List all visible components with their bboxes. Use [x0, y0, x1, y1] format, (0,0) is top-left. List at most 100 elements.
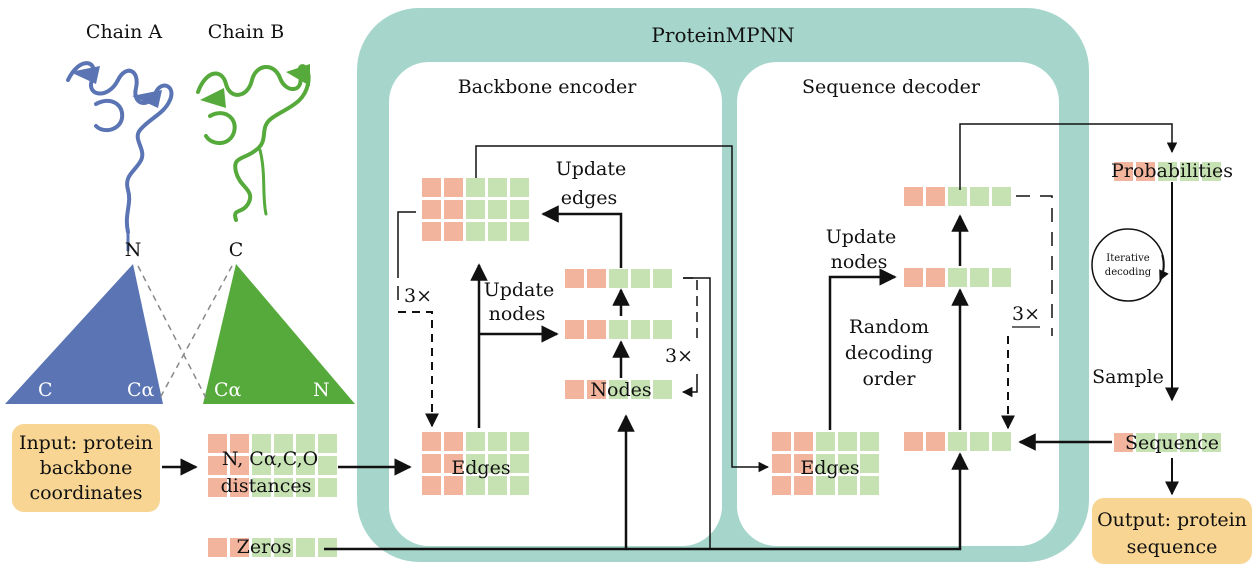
grid-cell [488, 200, 507, 219]
grid-cell [422, 454, 441, 473]
probabilities-label: Probabilities [1111, 160, 1233, 182]
grid-cell [587, 269, 606, 288]
grid-cell [230, 478, 249, 497]
grid-cell [444, 222, 463, 241]
grid-cell [904, 268, 923, 287]
grid-cell [318, 478, 337, 497]
zeros-label: Zeros [237, 536, 292, 558]
grid-cell [422, 178, 441, 197]
iterative-line-1: Iterative [1106, 253, 1149, 264]
grid-cell [444, 178, 463, 197]
grid-cell [1158, 433, 1177, 452]
sequence-decoder-title: Sequence decoder [802, 76, 981, 98]
features-line-2: distances [221, 475, 312, 497]
enc-update-nodes-line-1: Update [484, 279, 555, 301]
dec-node-row-3 [904, 432, 1011, 451]
grid-cell [444, 476, 463, 495]
grid-cell [631, 269, 650, 288]
enc-update-nodes-line-2: nodes [489, 303, 546, 325]
chain-a-left-atom: C [38, 379, 53, 401]
grid-cell [274, 434, 293, 453]
chain-b-label: Chain B [208, 21, 284, 43]
grid-cell [510, 432, 529, 451]
iterative-decoding-circle [1091, 228, 1165, 302]
grid-cell [318, 434, 337, 453]
enc-nodes-label: Nodes [590, 379, 651, 401]
grid-cell [296, 434, 315, 453]
grid-cell [653, 380, 672, 399]
enc-edges-top-grid [422, 178, 529, 241]
dec-update-nodes-line-1: Update [826, 226, 897, 248]
grid-cell [208, 434, 227, 453]
grid-cell [631, 320, 650, 339]
grid-cell [860, 476, 879, 495]
zeros-row [208, 538, 337, 557]
arrow-zeros-to-decoder [626, 452, 969, 551]
grid-cell [970, 187, 989, 206]
grid-cell [208, 478, 227, 497]
chain-a-right-atom: Cα [127, 379, 155, 401]
grid-cell [1202, 433, 1221, 452]
grid-cell [422, 476, 441, 495]
enc-repeat-edges: 3× [404, 285, 432, 307]
dec-edges-grid [772, 432, 879, 495]
dec-edges-label: Edges [800, 457, 859, 479]
grid-cell [466, 454, 485, 473]
grid-cell [653, 269, 672, 288]
chain-a-label: Chain A [86, 21, 162, 43]
grid-cell [816, 432, 835, 451]
grid-cell [794, 476, 813, 495]
grid-cell [208, 538, 227, 557]
grid-cell [510, 178, 529, 197]
grid-cell [565, 320, 584, 339]
grid-cell [488, 432, 507, 451]
sequence-label: Sequence [1125, 432, 1219, 454]
grid-cell [230, 456, 249, 475]
features-grid [208, 434, 337, 497]
grid-cell [1202, 162, 1221, 181]
backbone-encoder-title: Backbone encoder [458, 76, 638, 98]
random-order-line-1: Random [849, 316, 929, 338]
grid-cell [510, 200, 529, 219]
input-line-2: backbone [40, 457, 133, 479]
grid-cell [565, 380, 584, 399]
grid-cell [992, 268, 1011, 287]
grid-cell [296, 478, 315, 497]
grid-cell [1180, 162, 1199, 181]
dec-update-nodes-line-2: nodes [831, 251, 888, 273]
grid-cell [510, 222, 529, 241]
grid-cell [1158, 162, 1177, 181]
grid-cell [318, 538, 337, 557]
grid-cell [296, 456, 315, 475]
grid-cell [252, 538, 271, 557]
enc-nodes-to-dec [683, 277, 711, 549]
grid-cell [488, 476, 507, 495]
grid-cell [838, 432, 857, 451]
grid-cell [816, 476, 835, 495]
enc-repeat-nodes: 3× [665, 345, 693, 367]
grid-cell [466, 200, 485, 219]
enc-edges-label: Edges [451, 457, 510, 479]
grid-cell [926, 187, 945, 206]
update-edges-line-2: edges [561, 187, 618, 209]
iterative-line-2: decoding [1105, 267, 1152, 278]
dec-to-probabilities [959, 123, 1178, 190]
dec-node-row-2 [904, 268, 1011, 287]
grid-cell [970, 432, 989, 451]
grid-cell [274, 456, 293, 475]
grid-cell [587, 380, 606, 399]
grid-cell [296, 538, 315, 557]
sequence-decoder-panel [737, 62, 1059, 546]
grid-cell [444, 200, 463, 219]
grid-cell [318, 456, 337, 475]
enc-node-row-1 [565, 269, 672, 288]
grid-cell [838, 476, 857, 495]
dec-node-row-1 [904, 187, 1011, 206]
grid-cell [510, 454, 529, 473]
grid-cell [565, 269, 584, 288]
grid-cell [422, 200, 441, 219]
backbone-encoder-panel [389, 62, 722, 546]
grid-cell [904, 432, 923, 451]
dec-loop [1016, 195, 1053, 336]
